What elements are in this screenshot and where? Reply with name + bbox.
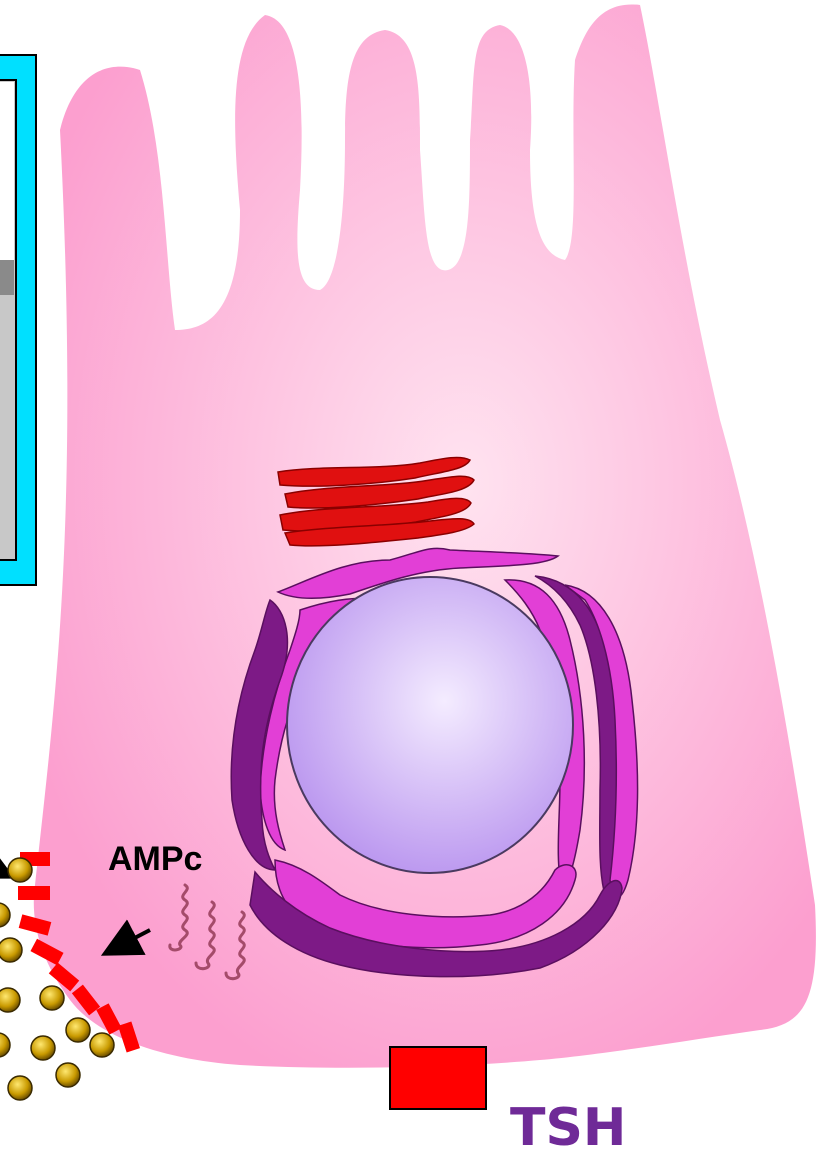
- vesicle-icon: [0, 903, 10, 927]
- vesicle-icon: [56, 1063, 80, 1087]
- vesicle-icon: [0, 1033, 10, 1057]
- nucleus: [287, 577, 573, 873]
- vesicle-icon: [90, 1033, 114, 1057]
- golgi-apparatus: [278, 457, 474, 545]
- info-panel: [0, 55, 36, 585]
- vesicle-arrow: [0, 870, 8, 875]
- vesicle-icon: [0, 988, 20, 1012]
- ampc-label: AMPc: [108, 840, 202, 878]
- vesicle-icon: [8, 1076, 32, 1100]
- vesicle-icon: [40, 986, 64, 1010]
- info-panel-header: [0, 82, 14, 260]
- vesicle-icon: [66, 1018, 90, 1042]
- vesicle-icon: [31, 1036, 55, 1060]
- info-panel-band: [0, 260, 14, 295]
- tsh-receptor: [390, 1047, 486, 1109]
- vesicle-icon: [0, 938, 22, 962]
- tsh-label: TSH: [510, 1098, 626, 1155]
- vesicle-icon: [8, 858, 32, 882]
